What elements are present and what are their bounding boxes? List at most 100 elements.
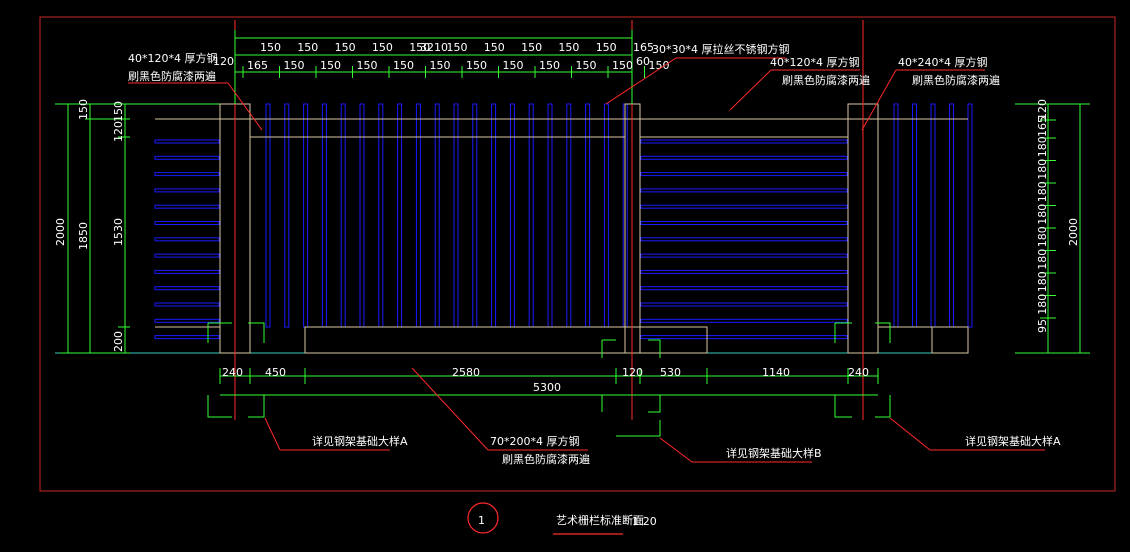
right-bar [640, 155, 848, 160]
top-dim-label: 150 [596, 41, 617, 54]
annot-4-line2: 刷黑色防腐漆两遍 [912, 73, 1000, 87]
left-bar [154, 335, 220, 340]
bottom-dim-label: 530 [660, 366, 681, 379]
top-dim-label: 150 [372, 41, 393, 54]
fence-structure [155, 103, 969, 354]
top-dim-label: 150 [297, 41, 318, 54]
annot-1-line2: 刷黑色防腐漆两遍 [128, 69, 216, 83]
annot-4-line1: 40*240*4 厚方钢 [898, 55, 988, 69]
bottom-total-dim: 5300 [533, 381, 561, 394]
top-total-dim: 3210 [420, 41, 448, 54]
left-bar [154, 155, 220, 160]
right-bar [640, 221, 848, 225]
left-dim-2000: 2000 [54, 218, 67, 246]
annot-b1: 详见钢架基础大样A [312, 434, 408, 448]
dim-120-top: 120 [213, 55, 234, 68]
left-dim-200: 200 [112, 331, 125, 352]
drawing-scale: 1:20 [632, 515, 657, 528]
left-bar [154, 172, 220, 177]
annot-b2-line1: 70*200*4 厚方钢 [490, 434, 580, 448]
left-bar [154, 221, 220, 225]
right-bar [640, 302, 848, 307]
top-dim-label: 150 [409, 41, 430, 54]
top-dim-label: 150 [284, 59, 305, 72]
leader-lines [128, 57, 1045, 463]
top-dim-label: 150 [503, 59, 524, 72]
annot-2-line1: 30*30*4 厚拉丝不锈钢方钢 [652, 42, 790, 56]
right-dim-label: 180 [1036, 226, 1049, 247]
annot-1-line1: 40*120*4 厚方钢 [128, 51, 218, 65]
right-dim-label: 180 [1036, 136, 1049, 157]
annot-b4: 详见钢架基础大样A [965, 434, 1061, 448]
top-dim-label: 150 [393, 59, 414, 72]
right-dimension-ticks [1040, 103, 1056, 319]
right-dim-label: 165 [1036, 116, 1049, 137]
top-dim-label: 150 [357, 59, 378, 72]
top-dim-label: 150 [576, 59, 597, 72]
right-dim-label: 95 [1036, 319, 1049, 333]
section-number: 1 [478, 514, 485, 527]
top-dim-label: 165 [633, 41, 654, 54]
left-dim-120: 120 [112, 121, 125, 142]
top-dim-label: 150 [484, 41, 505, 54]
right-bar [640, 204, 848, 209]
left-bar [154, 302, 220, 307]
right-bar [640, 335, 848, 340]
top-dim-label: 150 [539, 59, 560, 72]
annot-3-line1: 40*120*4 厚方钢 [770, 55, 860, 69]
right-dim-label: 180 [1036, 181, 1049, 202]
right-dim-label: 180 [1036, 271, 1049, 292]
top-dim-label: 150 [521, 41, 542, 54]
left-bar [154, 204, 220, 209]
right-dim-2000: 2000 [1067, 218, 1080, 246]
right-bar [640, 139, 848, 144]
annot-b2-line2: 刷黑色防腐漆两遍 [502, 452, 590, 466]
far-bar [930, 103, 936, 328]
right-bar [640, 253, 848, 258]
left-bar [154, 269, 220, 274]
bottom-dim-label: 120 [622, 366, 643, 379]
right-panel-bars [640, 139, 848, 340]
bottom-dimension-ticks [219, 368, 879, 384]
right-dim-label: 180 [1036, 294, 1049, 315]
vertical-bar [284, 103, 290, 328]
left-dim-150b: 150 [112, 101, 125, 122]
section-number-circle [467, 502, 499, 534]
top-dim-label: 150 [612, 59, 633, 72]
far-bar [949, 103, 954, 328]
right-bar [640, 188, 848, 193]
right-end-block [931, 326, 969, 354]
left-bar [154, 286, 220, 291]
far-bar [893, 103, 899, 328]
top-dim-label: 150 [260, 41, 281, 54]
left-bar [154, 253, 220, 258]
vertical-bar [265, 103, 271, 328]
annot-b3: 详见钢架基础大样B [726, 446, 822, 460]
annot-3-line2: 刷黑色防腐漆两遍 [782, 73, 870, 87]
left-bar [154, 318, 220, 323]
left-panel-bars [154, 139, 220, 340]
right-dim-label: 120 [1036, 99, 1049, 120]
left-dim-150a: 150 [77, 99, 90, 120]
left-bar [154, 237, 220, 242]
left-dim-1850: 1850 [77, 222, 90, 250]
top-dim-label: 165 [247, 59, 268, 72]
dimension-lines [60, 30, 1090, 396]
right-bar [640, 269, 848, 274]
far-bar [912, 103, 917, 328]
top-dim-label: 150 [466, 59, 487, 72]
top-dim-label: 150 [430, 59, 451, 72]
top-dim-label: 150 [649, 59, 670, 72]
dim-60-top: 60 [636, 55, 650, 68]
foundation-brackets [207, 322, 891, 437]
right-dim-label: 180 [1036, 249, 1049, 270]
bottom-dim-label: 450 [265, 366, 286, 379]
bottom-dim-label: 240 [222, 366, 243, 379]
post-centerlines [234, 20, 864, 420]
right-dim-label: 180 [1036, 204, 1049, 225]
top-dim-label: 150 [335, 41, 356, 54]
